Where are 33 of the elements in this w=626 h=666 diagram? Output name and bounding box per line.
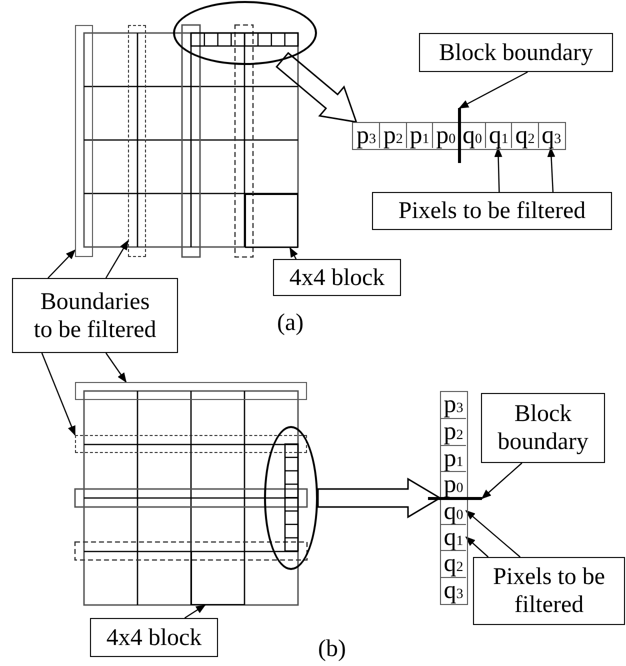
- callout-box: Pixels to be filtered: [372, 192, 612, 230]
- boundary-line: [458, 108, 461, 163]
- grid-block: [245, 194, 298, 248]
- boundary-strip: [128, 25, 146, 257]
- leader-line: [465, 510, 520, 558]
- leader-line: [494, 147, 502, 192]
- leader-line: [48, 249, 76, 278]
- leader-line: [481, 462, 522, 500]
- subfigure-label: (a): [277, 310, 304, 337]
- boundary-line: [428, 497, 482, 500]
- leader-line: [465, 536, 489, 558]
- hollow-arrow: [317, 478, 442, 518]
- leader-line: [184, 604, 206, 618]
- callout-box: Block boundary: [419, 33, 613, 72]
- leader-line: [105, 240, 129, 278]
- callout-box: Pixels to be filtered: [473, 557, 625, 625]
- callout-box: 4x4 block: [90, 618, 218, 657]
- leader-line: [547, 147, 556, 192]
- boundary-strip: [75, 435, 307, 453]
- leader-line: [41, 352, 76, 436]
- boundary-strip: [75, 25, 93, 257]
- boundary-strip: [75, 382, 307, 400]
- hollow-arrow: [276, 52, 358, 123]
- leader-line: [290, 247, 298, 260]
- grid-block: [191, 551, 245, 605]
- subfigure-label: (b): [318, 636, 346, 663]
- callout-box: 4x4 block: [273, 259, 401, 296]
- ellipse-outline: [173, 1, 317, 65]
- leader-line: [105, 352, 127, 383]
- callout-box: Boundaries to be filtered: [12, 278, 178, 353]
- leader-line: [458, 71, 528, 109]
- callout-box: Block boundary: [481, 393, 605, 463]
- ellipse-outline: [264, 426, 318, 570]
